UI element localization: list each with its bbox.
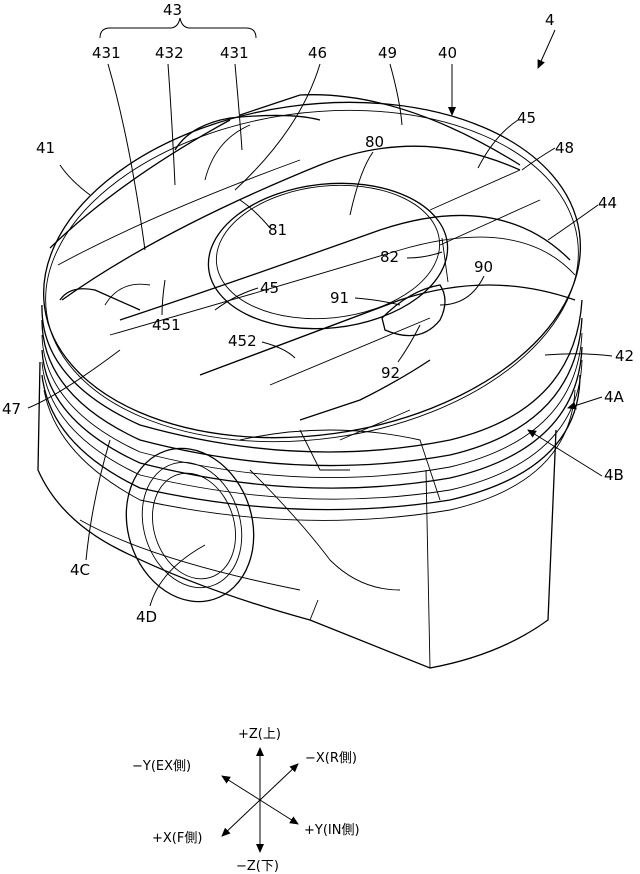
label-41: 41 [36, 139, 55, 157]
leader-lines [27, 29, 613, 607]
label-4C: 4C [70, 561, 90, 579]
label-47: 47 [2, 400, 21, 418]
label-48: 48 [555, 139, 574, 157]
label-81: 81 [268, 221, 287, 239]
label-431-left: 431 [92, 44, 121, 62]
bracket-43 [99, 17, 257, 39]
label-44: 44 [598, 194, 617, 212]
axis-minus-y: −Y(EX側) [132, 759, 191, 774]
label-91: 91 [330, 289, 349, 307]
label-82: 82 [380, 248, 399, 266]
label-46: 46 [308, 44, 327, 62]
label-4B: 4B [604, 466, 624, 484]
label-431-right: 431 [220, 44, 249, 62]
axis-plus-y: +Y(IN側) [304, 823, 360, 838]
label-45-top: 45 [517, 109, 536, 127]
axis-minus-z: −Z(下) [236, 859, 279, 874]
label-92: 92 [381, 364, 400, 382]
label-432: 432 [155, 44, 184, 62]
label-451: 451 [152, 316, 181, 334]
piston-skirt [37, 361, 557, 669]
label-40: 40 [438, 44, 457, 62]
label-42: 42 [615, 347, 634, 365]
label-4A: 4A [604, 388, 625, 406]
label-80: 80 [365, 133, 384, 151]
label-4: 4 [545, 11, 555, 29]
label-45-mid: 45 [260, 279, 279, 297]
label-43: 43 [163, 1, 182, 19]
label-452: 452 [228, 332, 257, 350]
axis-indicator [221, 747, 299, 853]
label-90: 90 [474, 258, 493, 276]
axis-plus-x: +X(F側) [152, 831, 202, 846]
label-4D: 4D [136, 608, 157, 626]
label-49: 49 [378, 44, 397, 62]
axis-plus-z: +Z(上) [238, 727, 281, 742]
axis-minus-x: −X(R側) [305, 751, 357, 766]
ring-lands [41, 299, 583, 521]
piston-crown [42, 94, 582, 443]
